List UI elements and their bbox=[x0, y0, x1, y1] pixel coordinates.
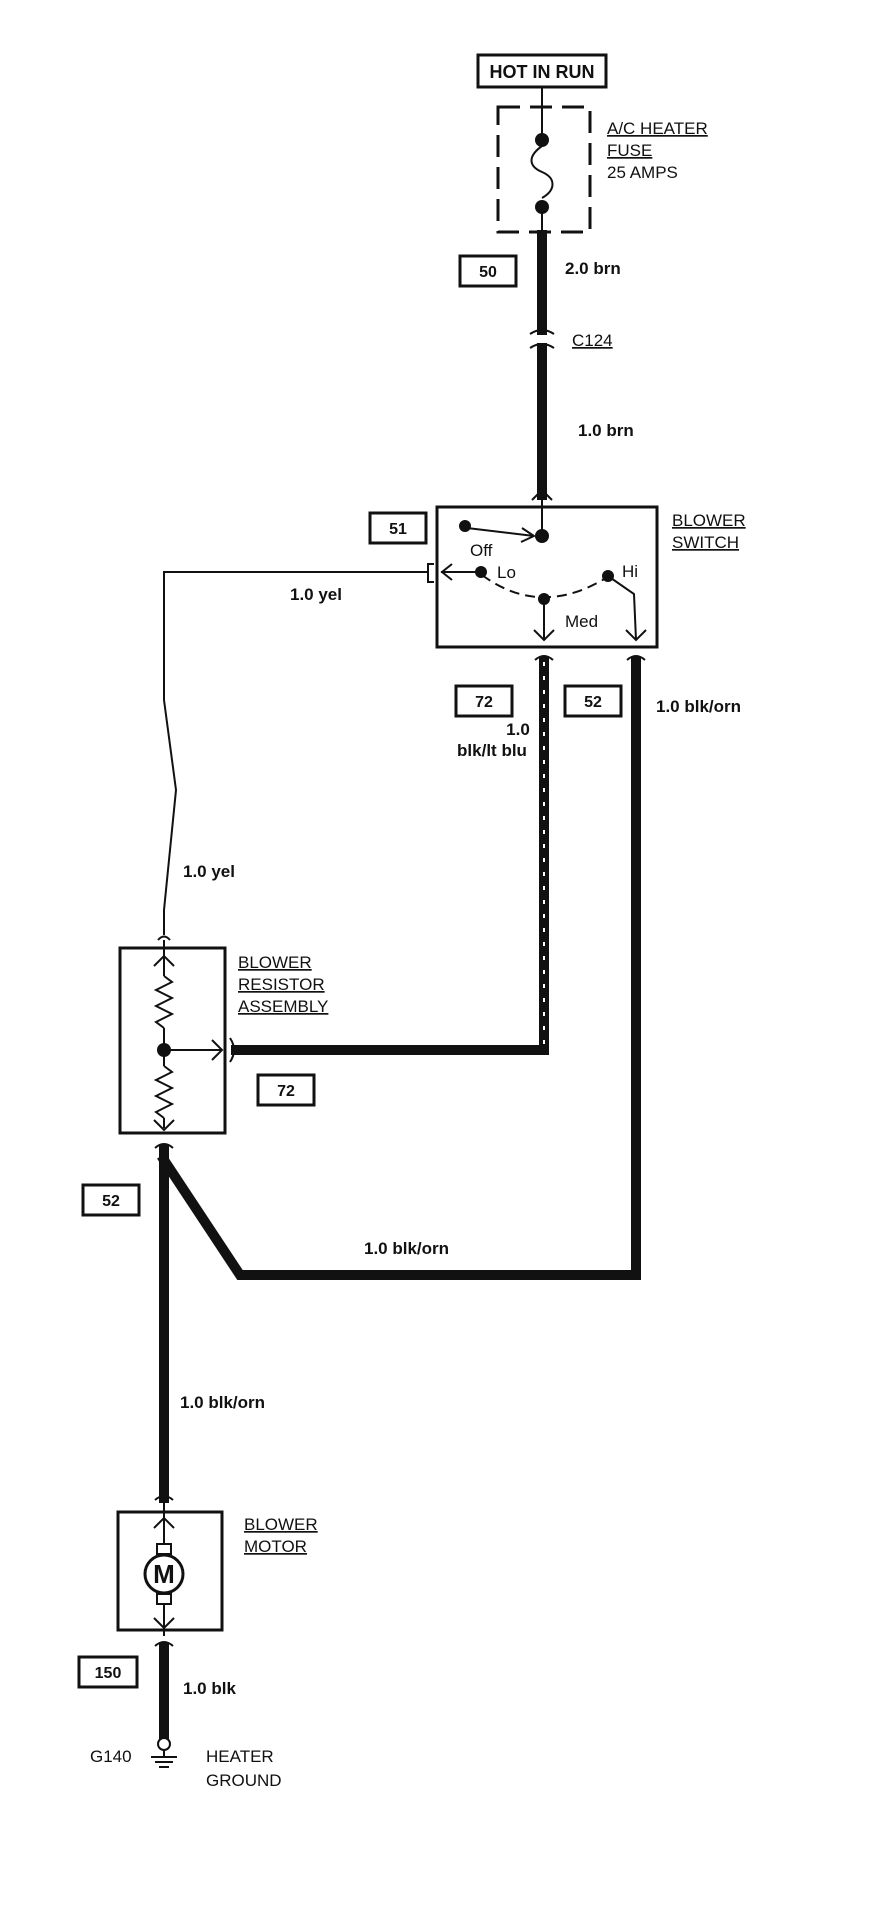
circuit-50-label: 50 bbox=[479, 264, 497, 281]
wire-1-0-blk-orn-hi bbox=[157, 657, 641, 1280]
circuit-51-label: 51 bbox=[389, 521, 407, 538]
ground-name-line2: GROUND bbox=[206, 1771, 282, 1790]
wire-2-0-brn-label: 2.0 brn bbox=[565, 259, 621, 278]
power-label: HOT IN RUN bbox=[490, 62, 595, 82]
ground-terminal bbox=[157, 1737, 171, 1751]
switch-hi-lead bbox=[607, 575, 637, 641]
wire-1-0-blk-orn-middle-label: 1.0 blk/orn bbox=[364, 1239, 449, 1258]
circuit-box-52-top bbox=[563, 684, 623, 718]
switch-pos-hi: Hi bbox=[622, 562, 638, 581]
ground-id: G140 bbox=[90, 1747, 132, 1766]
switch-wiper-arrow bbox=[520, 527, 537, 543]
motor-name-line2: MOTOR bbox=[244, 1537, 307, 1556]
wire-1-0-brn-label: 1.0 brn bbox=[578, 421, 634, 440]
circuit-box-52-bottom bbox=[81, 1183, 141, 1217]
circuit-150-label: 150 bbox=[95, 1665, 122, 1682]
switch-off-contact bbox=[459, 520, 471, 532]
connector-c124-label: C124 bbox=[572, 331, 613, 350]
fuse-terminal-top bbox=[535, 133, 549, 147]
circuit-box-51 bbox=[368, 511, 428, 545]
fuse-rating: 25 AMPS bbox=[607, 163, 678, 182]
switch-common-contact bbox=[535, 529, 549, 543]
resistor-bottom-arrow bbox=[153, 1119, 175, 1132]
connector-resistor-top bbox=[157, 935, 171, 941]
motor-brush-bottom bbox=[156, 1593, 172, 1605]
circuit-72-top-label: 72 bbox=[475, 694, 493, 711]
blower-switch-name-line2: SWITCH bbox=[672, 533, 739, 552]
fuse-name-line2: FUSE bbox=[607, 141, 652, 160]
switch-input-arrow bbox=[531, 488, 553, 501]
switch-pos-med: Med bbox=[565, 612, 598, 631]
resistor-name-line3: ASSEMBLY bbox=[238, 997, 328, 1016]
switch-pos-off: Off bbox=[470, 541, 493, 560]
wire-1-0-blk-orn-left-label: 1.0 blk/orn bbox=[180, 1393, 265, 1412]
switch-detent-arc bbox=[481, 574, 607, 599]
wire-1-0-yel-label-top: 1.0 yel bbox=[290, 585, 342, 604]
circuit-72-resistor-label: 72 bbox=[277, 1083, 295, 1100]
circuit-box-50 bbox=[458, 254, 518, 288]
resistor-tap-arrow bbox=[211, 1039, 224, 1061]
motor-name-line1: BLOWER bbox=[244, 1515, 318, 1534]
blower-switch-name-line1: BLOWER bbox=[672, 511, 746, 530]
wire-1-0-blk-lt-blu-label-line2: blk/lt blu bbox=[457, 741, 527, 760]
connector-switch-med bbox=[534, 655, 554, 661]
connector-resistor-bottom bbox=[154, 1143, 174, 1149]
connector-resistor-side bbox=[229, 1037, 235, 1063]
resistor-name-line1: BLOWER bbox=[238, 953, 312, 972]
switch-pos-lo: Lo bbox=[497, 563, 516, 582]
wire-1-0-blk-label: 1.0 blk bbox=[183, 1679, 236, 1698]
motor-symbol: M bbox=[153, 1559, 175, 1589]
circuit-box-72-top bbox=[454, 684, 514, 718]
resistor-element-lower bbox=[153, 1065, 175, 1119]
fuse-element bbox=[530, 145, 554, 199]
blower-switch-box bbox=[435, 505, 659, 649]
resistor-element-upper bbox=[153, 975, 175, 1029]
blower-resistor-box bbox=[118, 946, 227, 1135]
resistor-top-arrow bbox=[153, 954, 175, 967]
circuit-box-72-resistor bbox=[256, 1073, 316, 1107]
motor-brush-top bbox=[156, 1543, 172, 1555]
connector-c124-top bbox=[529, 329, 555, 335]
wire-1-0-yel-label-left: 1.0 yel bbox=[183, 862, 235, 881]
wire-1-0-blk-lt-blu-label-line1: 1.0 bbox=[506, 720, 530, 739]
resistor-name-line2: RESISTOR bbox=[238, 975, 325, 994]
switch-wiper bbox=[466, 527, 535, 537]
motor-bottom-arrow bbox=[153, 1617, 175, 1630]
connector-motor-top bbox=[154, 1495, 174, 1501]
switch-hi-arrow bbox=[625, 629, 647, 642]
connector-lo-bracket bbox=[427, 563, 434, 583]
wire-1-0-yel bbox=[163, 571, 428, 935]
circuit-box-150 bbox=[77, 1655, 139, 1689]
connector-switch-hi bbox=[626, 655, 646, 661]
fuse-name-line1: A/C HEATER bbox=[607, 119, 708, 138]
ground-name-line1: HEATER bbox=[206, 1747, 274, 1766]
wire-1-0-blk-orn-right-label: 1.0 blk/orn bbox=[656, 697, 741, 716]
circuit-52-top-label: 52 bbox=[584, 694, 602, 711]
switch-lo-arrow bbox=[440, 563, 453, 581]
switch-med-arrow bbox=[533, 629, 555, 642]
connector-motor-bottom bbox=[154, 1641, 174, 1647]
circuit-52-bottom-label: 52 bbox=[102, 1193, 120, 1210]
motor-top-arrow bbox=[153, 1516, 175, 1529]
